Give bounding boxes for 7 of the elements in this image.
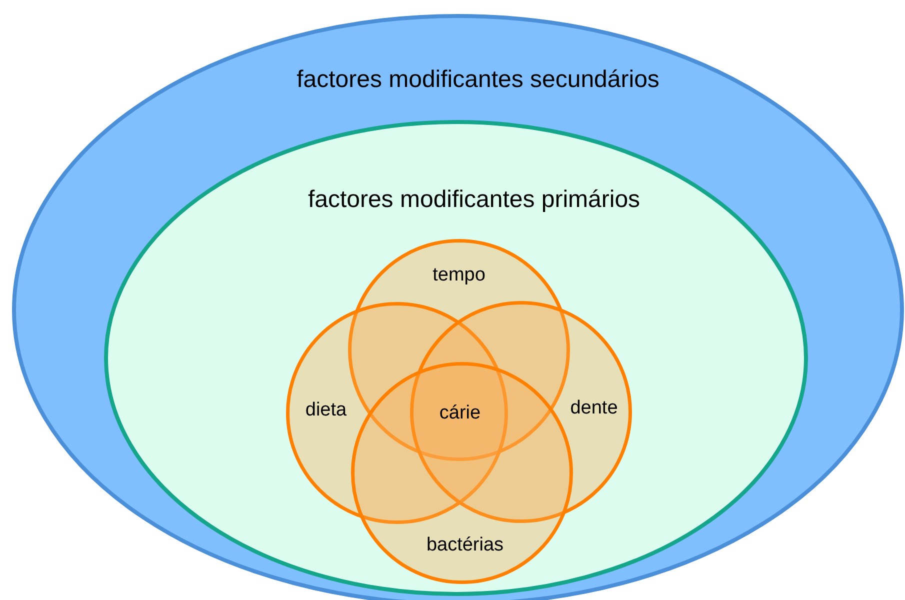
region-label: factores modificantes primários [308,188,640,212]
overlap-label: cárie [439,404,481,422]
region-label: dente [570,398,618,418]
region-label: dieta [305,400,347,420]
region-label: bactérias [426,536,504,554]
region-label: factores modificantes secundários [296,68,660,92]
region-label: tempo [432,266,486,284]
